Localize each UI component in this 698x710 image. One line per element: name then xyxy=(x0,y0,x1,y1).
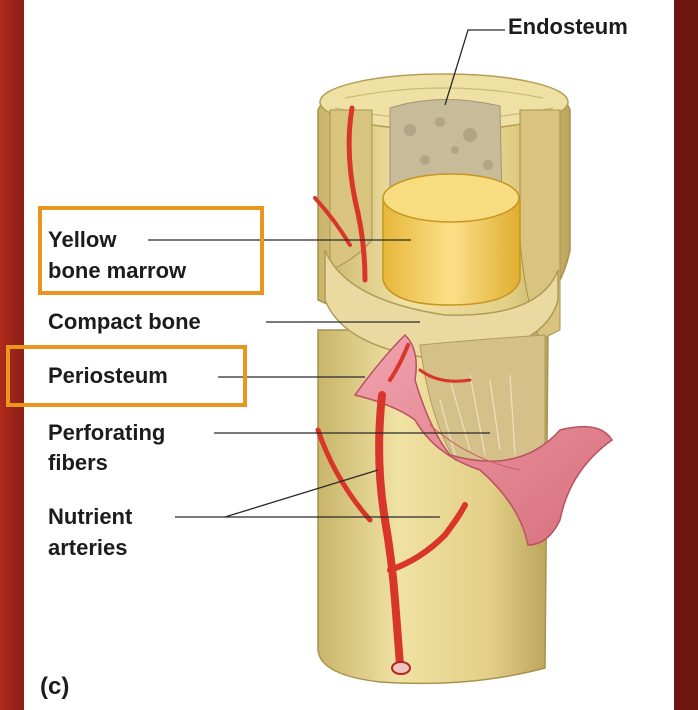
yellow-marrow-top xyxy=(382,173,520,223)
label-perforating-fibers-line2: fibers xyxy=(48,450,108,475)
artery-cut-end xyxy=(391,661,411,675)
label-yellow-bone-marrow-line1: Yellow xyxy=(48,227,117,252)
panel-letter: (c) xyxy=(40,673,70,700)
nutrient-arteries xyxy=(313,105,472,669)
label-nutrient-arteries-line2: arteries xyxy=(48,535,128,560)
highlight-box-periosteum xyxy=(6,345,247,407)
highlight-box-yellow-bone-marrow xyxy=(38,206,264,295)
label-endosteum: Endosteum xyxy=(508,14,628,39)
leader-lines xyxy=(148,29,505,518)
label-perforating-fibers-line1: Perforating xyxy=(48,420,166,445)
yellow-marrow-cylinder xyxy=(382,199,521,306)
compact-bone-ring xyxy=(324,249,559,361)
leader-endosteum xyxy=(444,29,505,106)
label-periosteum: Periosteum xyxy=(48,363,168,388)
leader-nutrient-arteries xyxy=(175,469,440,518)
label-compact-bone: Compact bone xyxy=(48,309,201,334)
periosteum-flap xyxy=(353,333,613,546)
label-yellow-bone-marrow-line2: bone marrow xyxy=(48,258,187,283)
label-nutrient-arteries-line1: Nutrient xyxy=(48,504,133,529)
